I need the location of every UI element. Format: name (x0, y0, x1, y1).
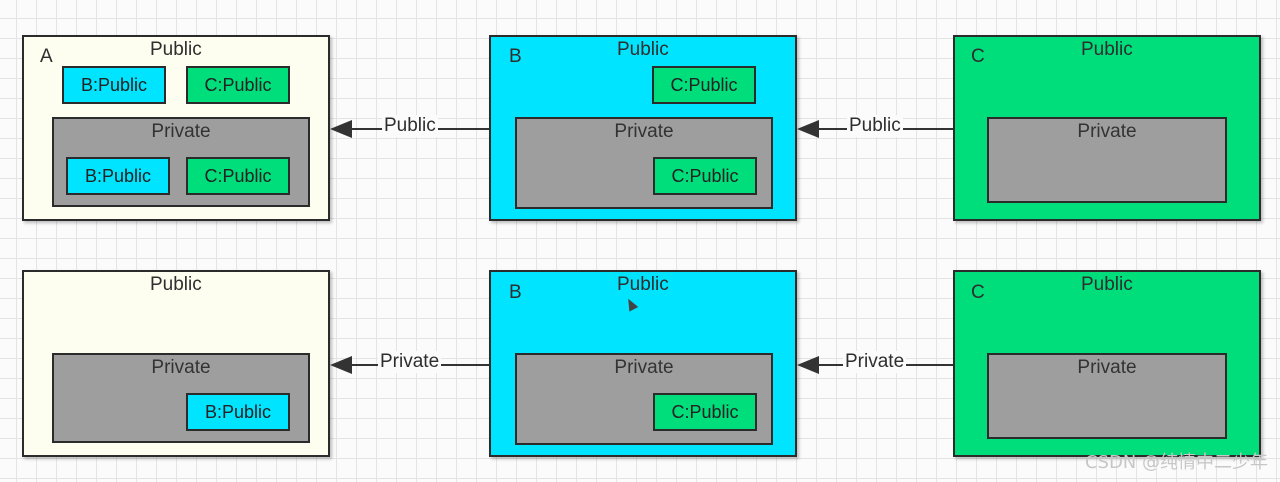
row1-c-private-box: Private (987, 117, 1227, 203)
row1-box-b: B Public C:Public Private C:Public (489, 35, 797, 221)
row1-c-private-label: Private (1077, 121, 1137, 142)
row2-connector-ab-label: Private (378, 351, 442, 373)
row1-a-public-label: Public (150, 39, 202, 60)
arrowhead-icon (797, 356, 819, 374)
row2-c-letter: C (971, 282, 985, 303)
row2-b-private-label: Private (614, 357, 674, 378)
row1-a-public-chip-b: B:Public (62, 66, 166, 104)
row1-connector-bc-label: Public (847, 115, 903, 137)
row1-box-c: C Public Private (953, 35, 1261, 221)
row2-box-c: C Public Private (953, 270, 1261, 457)
row1-b-public-chip-c: C:Public (652, 66, 756, 104)
arrowhead-icon (330, 356, 352, 374)
row2-a-private-chip-b: B:Public (186, 393, 290, 431)
row1-c-letter: C (971, 46, 985, 67)
row2-box-a: Public Private B:Public (22, 270, 330, 457)
row2-c-public-label: Public (1081, 274, 1133, 295)
row1-b-private-label: Private (614, 121, 674, 142)
row2-a-public-label: Public (150, 274, 202, 295)
row2-c-private-label: Private (1077, 357, 1137, 378)
row1-b-private-box: Private C:Public (515, 117, 773, 209)
row1-a-private-chip-c: C:Public (186, 157, 290, 195)
arrowhead-icon (330, 120, 352, 138)
row1-a-private-label: Private (151, 121, 211, 142)
row2-a-private-label: Private (151, 357, 211, 378)
arrowhead-icon (797, 120, 819, 138)
row2-connector-bc: Private (797, 348, 954, 382)
watermark: CSDN @纯情中二少年 (1084, 452, 1268, 473)
row1-a-private-chip-b: B:Public (66, 157, 170, 195)
row1-b-private-chip-c: C:Public (653, 157, 757, 195)
row2-connector-bc-label: Private (843, 351, 907, 373)
row1-a-public-chip-c: C:Public (186, 66, 290, 104)
row1-b-letter: B (509, 46, 522, 67)
row2-c-private-box: Private (987, 353, 1227, 439)
row2-box-b: B Public Private C:Public (489, 270, 797, 457)
row1-a-private-box: Private B:Public C:Public (52, 117, 310, 207)
row1-a-letter: A (40, 46, 53, 67)
row2-b-letter: B (509, 282, 522, 303)
row2-b-public-label: Public (617, 274, 669, 295)
row2-b-private-chip-c: C:Public (653, 393, 757, 431)
row1-connector-ab: Public (330, 112, 490, 146)
row2-b-private-box: Private C:Public (515, 353, 773, 445)
row1-c-public-label: Public (1081, 39, 1133, 60)
row1-connector-bc: Public (797, 112, 954, 146)
row1-connector-ab-label: Public (382, 115, 438, 137)
row1-box-a: A Public B:Public C:Public Private B:Pub… (22, 35, 330, 221)
row2-connector-ab: Private (330, 348, 490, 382)
row2-a-private-box: Private B:Public (52, 353, 310, 443)
row1-b-public-label: Public (617, 39, 669, 60)
